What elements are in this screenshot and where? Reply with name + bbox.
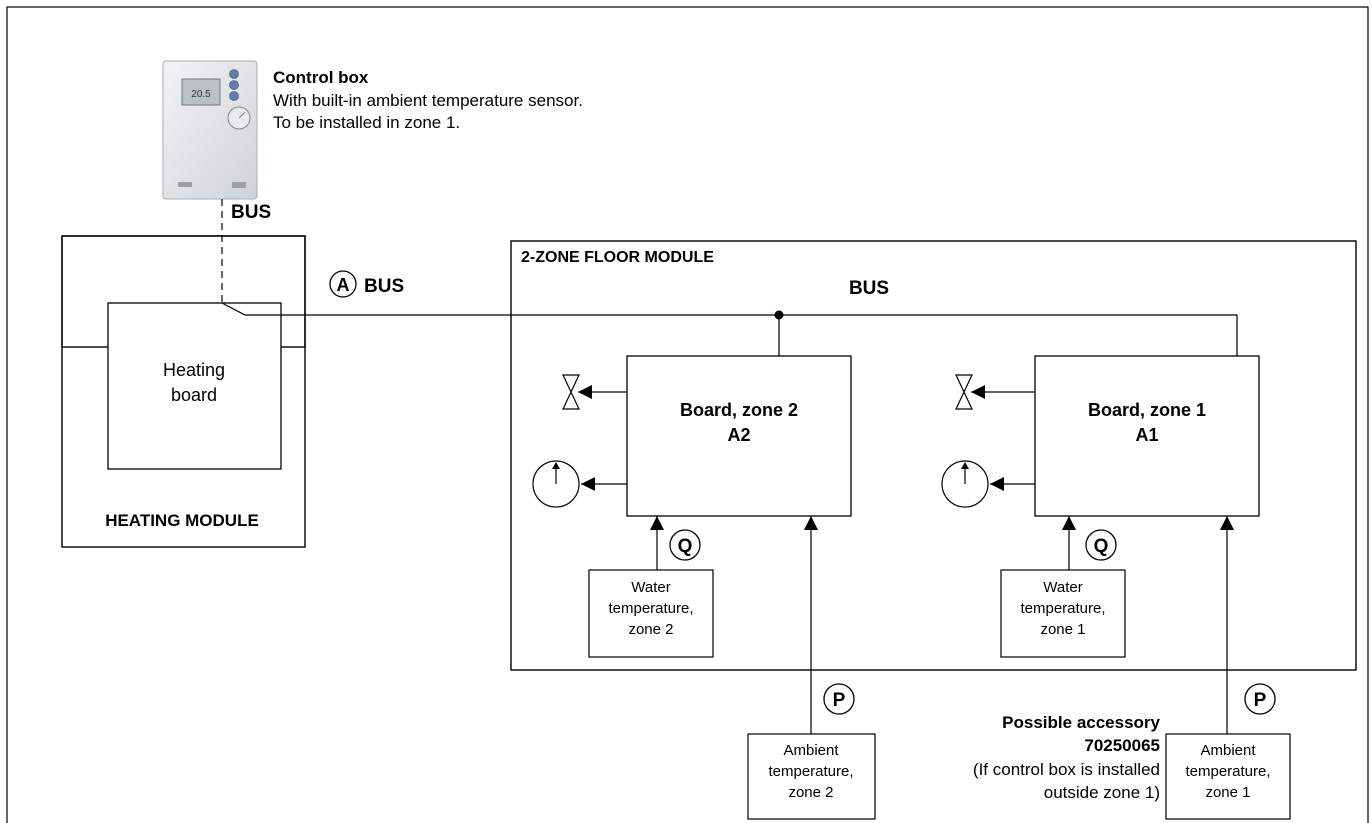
water-temp-zone2-line3: zone 2	[628, 621, 673, 638]
thermostat-button-2	[229, 80, 239, 90]
thermostat-badge	[232, 182, 246, 188]
pump-zone2-icon	[532, 460, 580, 508]
thermostat-button-1	[229, 69, 239, 79]
q-circle-zone1	[1085, 529, 1117, 561]
thermostat-display	[181, 78, 221, 106]
heating-module-title: HEATING MODULE	[105, 511, 259, 530]
board-zone1	[1034, 355, 1260, 517]
main-bus-label: BUS	[364, 276, 404, 297]
q-circle-zone2-label: Q	[678, 536, 693, 557]
ambient-temp-zone2-line1: Ambient	[783, 742, 839, 759]
control-box-line1: With built-in ambient temperature sensor…	[273, 91, 583, 110]
water-temp-zone1-line3: zone 1	[1040, 621, 1085, 638]
heating-module-outline	[61, 235, 306, 548]
ambient-temp-zone1-line1: Ambient	[1200, 742, 1256, 759]
thermostat-button-3	[229, 91, 239, 101]
p-circle-zone1	[1244, 683, 1276, 715]
ambient-temp-zone1-line3: zone 1	[1205, 784, 1250, 801]
board-zone1-label-1: Board, zone 1	[1088, 400, 1206, 420]
water-temp-zone1-line1: Water	[1043, 579, 1082, 596]
floor-module-box	[510, 240, 1357, 671]
accessory-title-1: Possible accessory	[1002, 713, 1160, 732]
bus-a-circle-label: A	[337, 275, 350, 295]
control-box-bus-label: BUS	[231, 202, 271, 223]
p-circle-zone1-label: P	[1254, 690, 1267, 711]
heating-board-label-2: board	[171, 385, 217, 405]
main-bus-line	[221, 302, 1238, 356]
ambient-temp-zone2-line2: temperature,	[768, 763, 853, 780]
accessory-note-2: outside zone 1)	[1044, 783, 1160, 802]
thermostat-display-value: 20.5	[191, 89, 211, 100]
board-zone2-label-2: A2	[727, 425, 750, 445]
board-zone2-label-1: Board, zone 2	[680, 400, 798, 420]
water-temp-zone2-line1: Water	[631, 579, 670, 596]
bus-a-circle	[329, 270, 357, 298]
accessory-title-2: 70250065	[1084, 736, 1160, 755]
ambient-temp-zone1-box	[1165, 733, 1291, 820]
control-box-title: Control box	[273, 68, 369, 87]
ambient-temp-zone2-box	[747, 733, 876, 820]
q-circle-zone2	[669, 529, 701, 561]
pump-zone1-icon	[941, 460, 989, 508]
p-circle-zone2-label: P	[833, 690, 846, 711]
floor-module-title: 2-ZONE FLOOR MODULE	[521, 249, 714, 266]
thermostat-logo	[178, 182, 192, 187]
ambient-temp-zone1-line2: temperature,	[1185, 763, 1270, 780]
control-box-device: 20.5	[162, 60, 258, 200]
water-temp-zone2-box	[588, 569, 714, 658]
heating-board-frame	[107, 302, 282, 470]
water-temp-zone1-line2: temperature,	[1020, 600, 1105, 617]
board-zone1-label-2: A1	[1135, 425, 1158, 445]
water-temp-zone1-box	[1000, 569, 1126, 658]
page-frame	[6, 6, 1369, 823]
ambient-temp-zone2-line3: zone 2	[788, 784, 833, 801]
valve-zone1-icon	[955, 374, 973, 410]
heating-board-label-1: Heating	[163, 360, 225, 380]
q-circle-zone1-label: Q	[1094, 536, 1109, 557]
accessory-note-1: (If control box is installed	[973, 760, 1160, 779]
bus-junction-dot	[774, 310, 784, 320]
control-box-line2: To be installed in zone 1.	[273, 113, 460, 132]
board-zone2	[626, 355, 852, 517]
p-circle-zone2	[823, 683, 855, 715]
valve-zone2-icon	[562, 374, 580, 410]
water-temp-zone2-line2: temperature,	[608, 600, 693, 617]
floor-bus-label: BUS	[849, 278, 889, 299]
